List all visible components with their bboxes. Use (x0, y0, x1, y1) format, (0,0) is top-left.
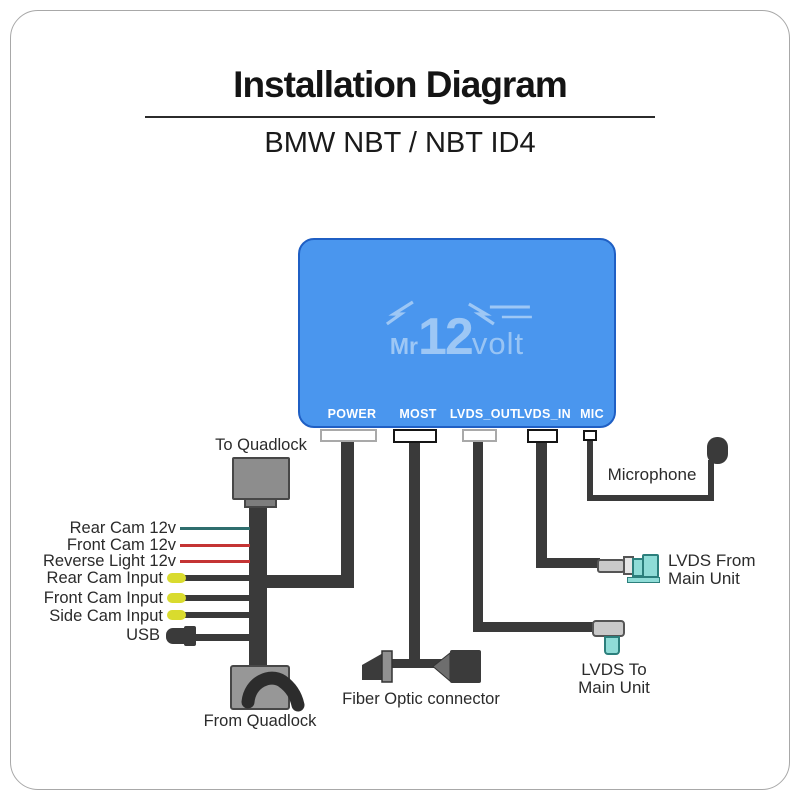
side-cam-input-cable (184, 612, 250, 618)
front-cam-input-label: Front Cam Input (43, 589, 163, 607)
logo-prefix: Mr (389, 333, 419, 359)
lvds-from-connector-foot (627, 577, 660, 583)
power-cable-vertical (341, 441, 354, 588)
lvds-out-cable-horizontal (473, 622, 598, 632)
page-border (10, 10, 790, 790)
usb-plug-tip (184, 626, 196, 646)
front-cam-input-cable (184, 595, 250, 601)
fiber-optic-label: Fiber Optic connector (342, 690, 500, 708)
microphone-icon (707, 437, 728, 464)
model-subtitle: BMW NBT / NBT ID4 (264, 127, 536, 159)
port-label-lvds-in: LVDS_IN (517, 407, 571, 421)
rear-cam-input-cable (184, 575, 250, 581)
lvds-out-port (462, 429, 497, 442)
reverse-light-12v-wire (180, 560, 250, 563)
port-label-mic: MIC (580, 407, 604, 421)
lvds-from-label-line2: Main Unit (668, 569, 740, 588)
title-divider (145, 116, 655, 118)
front-cam-12v-wire (180, 544, 250, 547)
lvds-out-cable-vertical (473, 441, 483, 632)
usb-cable (194, 634, 250, 641)
port-label-power: POWER (327, 407, 377, 421)
microphone-label: Microphone (607, 465, 697, 484)
rear-cam-input-label: Rear Cam Input (46, 569, 163, 587)
rear-cam-12v-label: Rear Cam 12v (69, 519, 176, 537)
fiber-optic-connector-icon (362, 650, 481, 683)
port-label-most: MOST (399, 407, 437, 421)
lvds-from-connector-barrel (597, 559, 625, 573)
from-quadlock-hook-icon (241, 671, 305, 712)
to-quadlock-label: To Quadlock (215, 436, 307, 454)
rca-plug-side-icon (167, 610, 186, 620)
reverse-light-12v-label: Reverse Light 12v (43, 552, 176, 570)
port-label-lvds-out: LVDS_OUT (449, 407, 519, 421)
most-cable (409, 441, 420, 666)
to-quadlock-neck (244, 498, 277, 508)
usb-label: USB (126, 626, 160, 644)
mic-port (583, 430, 597, 441)
logo-number: 12 (418, 308, 474, 366)
lightning-bolt-right-icon (468, 302, 532, 326)
mic-cable-horizontal (587, 495, 714, 501)
power-cable-horizontal (250, 575, 353, 588)
logo-suffix: volt (471, 326, 525, 361)
lvds-to-label-line2: Main Unit (578, 678, 650, 697)
power-port (320, 429, 377, 442)
mic-cable-riser (708, 460, 714, 501)
rca-plug-front-icon (167, 593, 186, 603)
lvds-in-cable-vertical (536, 441, 547, 568)
to-quadlock-connector-icon (232, 457, 290, 500)
fiber-tee-cable (390, 659, 442, 668)
rca-plug-rear-icon (167, 573, 186, 583)
lvds-to-connector-stub (604, 636, 620, 655)
quadlock-trunk-cable (249, 505, 267, 668)
mic-cable-vertical (587, 441, 593, 500)
lvds-from-connector-cyan-icon (642, 554, 659, 578)
page-title: Installation Diagram (233, 64, 568, 105)
rear-cam-12v-wire (180, 527, 250, 530)
usb-plug-icon (166, 628, 188, 644)
side-cam-input-label: Side Cam Input (49, 607, 163, 625)
most-port (393, 429, 437, 443)
lvds-in-port (527, 429, 558, 443)
front-cam-12v-label: Front Cam 12v (66, 536, 176, 554)
lvds-to-label-line1: LVDS To (581, 660, 647, 679)
lvds-from-label-line1: LVDS From (668, 551, 756, 570)
lightning-bolt-left-icon (385, 300, 414, 326)
lvds-in-cable-horizontal (536, 558, 600, 568)
lvds-to-connector-body-icon (592, 620, 625, 637)
from-quadlock-label: From Quadlock (203, 712, 317, 730)
